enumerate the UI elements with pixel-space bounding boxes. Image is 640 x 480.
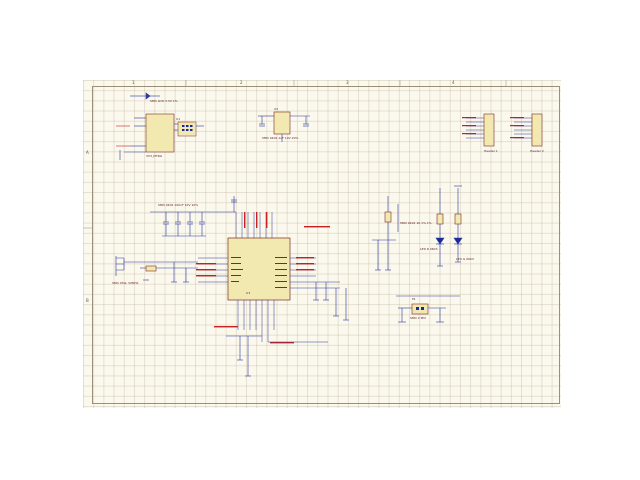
jumper-label: SMD 2 PIN: [410, 316, 426, 320]
led-2-label: LED G 0603: [456, 257, 474, 261]
led-block: [435, 185, 463, 267]
mcu-right-passives: [313, 282, 349, 321]
ldo-block: [116, 92, 204, 160]
header-1-label: Header 1: [484, 149, 498, 153]
zone-1: 1: [132, 80, 135, 85]
sheet-border: [92, 86, 560, 404]
ldo-part-label: SMD LDO 3.3V 1%: [150, 99, 178, 103]
regulator-cap-label: SMD 0402 1uF 10V 20%: [262, 136, 299, 140]
led-res-label: SMD 0402 1K 1% 1%: [400, 221, 432, 225]
regulator-block: [258, 111, 310, 142]
ldo-net-out: 3V3_MTRG: [146, 154, 163, 158]
jumper-block: [396, 295, 460, 323]
crystal-block: [115, 256, 198, 283]
switch-block: [372, 196, 399, 271]
mcu-ref: U3: [246, 291, 251, 295]
zone-2: 2: [240, 80, 243, 85]
zone-3: 3: [346, 80, 349, 85]
ldo-ref: U1: [176, 117, 181, 121]
zone-4: 4: [452, 80, 455, 85]
crystal-label: SMD XTAL 32MHz: [112, 281, 139, 285]
led-1-label: LED R 0603: [420, 247, 438, 251]
mcu-caps-label: SMD 0402 100nF 10V 10%: [158, 203, 199, 207]
decoupling-caps: [150, 196, 237, 237]
mcu-block: [196, 212, 340, 344]
header-2-label: Header 2: [530, 149, 544, 153]
headers-block: [462, 113, 543, 147]
zone-b: B: [86, 298, 89, 303]
zone-a: A: [86, 150, 89, 155]
mcu-bottom-branch: [226, 335, 328, 377]
jumper-ref: P1: [412, 297, 416, 301]
regulator-ref: U2: [274, 107, 279, 111]
